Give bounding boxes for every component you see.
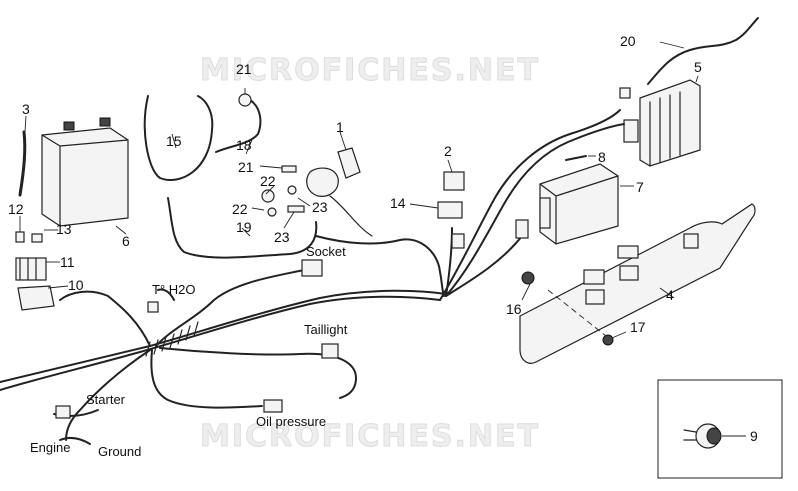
callout-9: 9 <box>750 428 758 444</box>
regulator-5 <box>623 79 701 167</box>
callout-23-top: 23 <box>312 199 328 215</box>
callout-19: 19 <box>236 219 252 235</box>
fuse-13 <box>31 233 43 243</box>
leader-lines <box>19 41 746 437</box>
fuse-12 <box>15 231 25 243</box>
callout-16: 16 <box>506 301 522 317</box>
lug-23 <box>287 205 305 213</box>
ecu-7 <box>539 163 619 245</box>
washer-22b <box>267 207 277 217</box>
watermark-top: MICROFICHES.NET <box>200 53 540 88</box>
sensor-cable-20 <box>647 17 759 85</box>
bolt-axis <box>547 289 607 337</box>
harness-connector-b <box>451 233 465 249</box>
harness-connector-c <box>619 87 631 99</box>
part-9-switch <box>683 423 722 449</box>
nut-21a <box>238 93 252 107</box>
callout-11: 11 <box>60 254 75 270</box>
harness-connector-a <box>515 219 529 239</box>
callout-12: 12 <box>8 201 24 217</box>
callout-2: 2 <box>444 143 452 159</box>
callout-8: 8 <box>598 149 606 165</box>
label-engine: Engine <box>30 440 70 455</box>
socket-connector <box>301 259 323 277</box>
label-temp: T° H2O <box>152 282 195 297</box>
label-socket: Socket <box>306 244 346 259</box>
callout-23-bottom: 23 <box>274 229 290 245</box>
bolt-16 <box>521 271 535 285</box>
label-taillight: Taillight <box>304 322 348 337</box>
callout-6: 6 <box>122 233 130 249</box>
connector-14 <box>437 201 463 219</box>
callout-7: 7 <box>636 179 644 195</box>
battery-cable-15 <box>143 95 214 181</box>
callout-1: 1 <box>336 119 344 135</box>
callout-22-bottom: 22 <box>232 201 248 217</box>
taillight-connector <box>321 343 339 359</box>
washer-22a <box>261 189 275 203</box>
relay-11 <box>15 257 47 281</box>
callout-13: 13 <box>56 221 72 237</box>
callout-15: 15 <box>166 133 182 149</box>
relay-2 <box>443 171 465 191</box>
starter-connector <box>55 405 71 419</box>
callout-20: 20 <box>620 33 636 49</box>
connector-10 <box>17 285 55 311</box>
starter-relay-1 <box>306 147 373 237</box>
callout-3: 3 <box>22 101 30 117</box>
bracket-4 <box>519 203 756 364</box>
cable-18 <box>215 99 262 153</box>
harness-wrap <box>145 321 199 357</box>
main-harness <box>0 109 625 445</box>
cable-19 <box>167 197 318 259</box>
nut-17 <box>602 334 614 346</box>
callout-21-mid: 21 <box>238 159 254 175</box>
inset-box <box>657 379 783 479</box>
callout-22-top: 22 <box>260 173 276 189</box>
watermark-bottom: MICROFICHES.NET <box>200 419 540 454</box>
battery <box>41 117 129 227</box>
callout-10: 10 <box>68 277 84 293</box>
battery-strap <box>18 130 27 197</box>
callout-17: 17 <box>630 319 646 335</box>
bolt-8 <box>565 155 587 161</box>
callout-14: 14 <box>390 195 406 211</box>
callout-18: 18 <box>236 137 252 153</box>
label-ground: Ground <box>98 444 141 459</box>
callout-5: 5 <box>694 59 702 75</box>
washer-23 <box>287 185 297 195</box>
label-oil-pressure: Oil pressure <box>256 414 326 429</box>
callout-21-top: 21 <box>236 61 252 77</box>
oil-pressure-connector <box>263 399 283 413</box>
callout-4: 4 <box>666 287 674 303</box>
temp-sensor-connector <box>147 301 159 313</box>
label-starter: Starter <box>86 392 126 407</box>
bolt-21b <box>281 165 297 173</box>
